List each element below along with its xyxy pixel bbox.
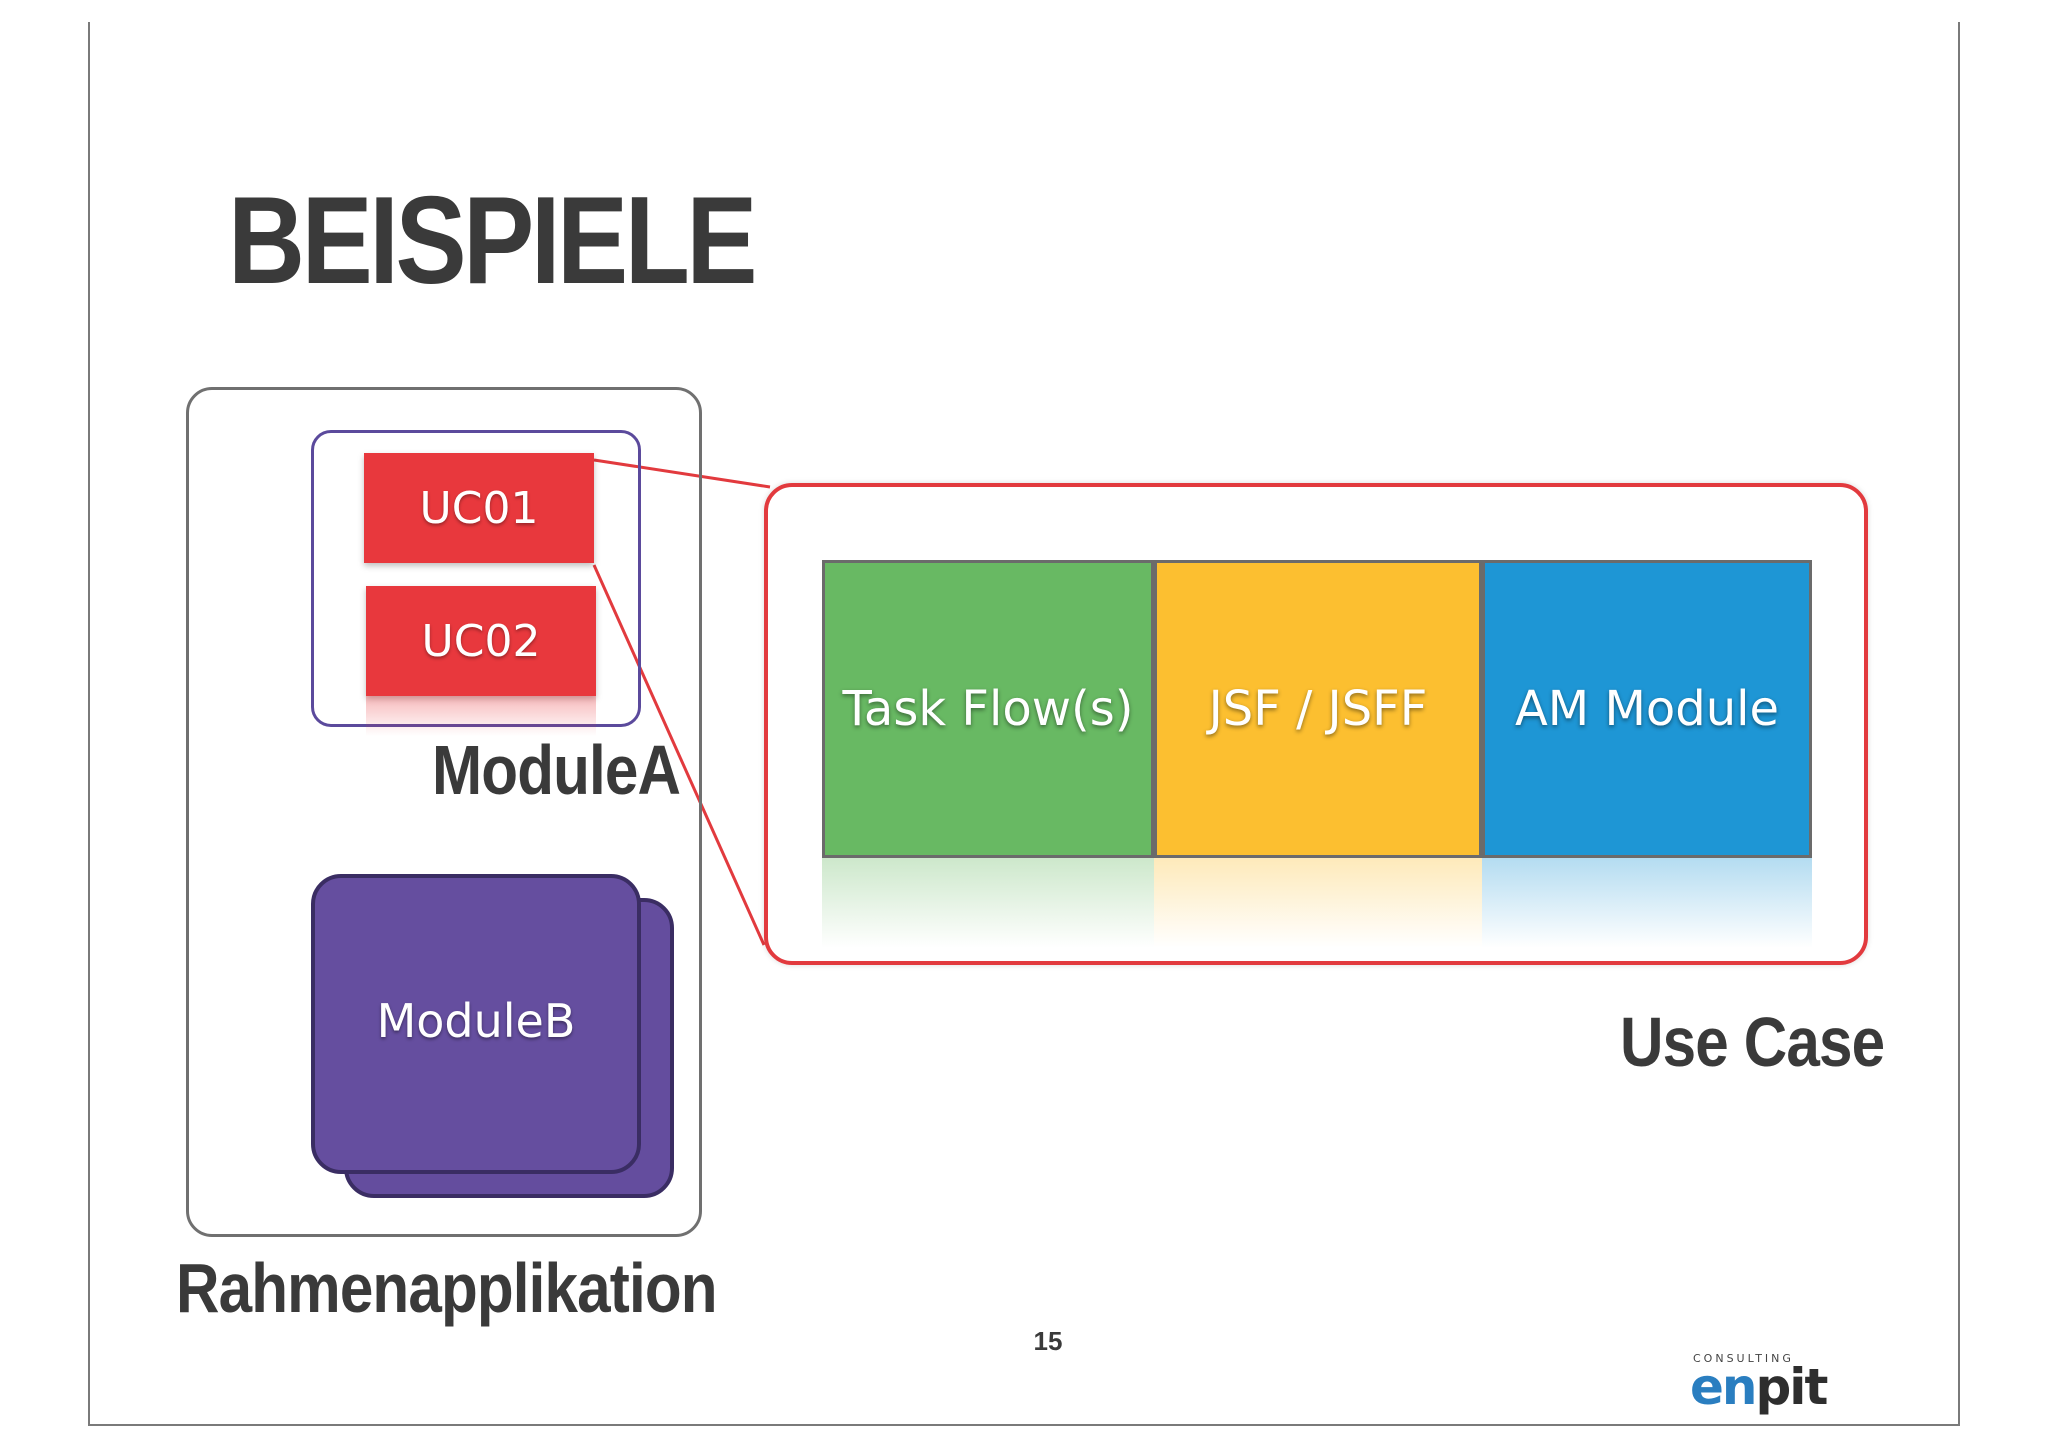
jsf-jsff-reflection (1154, 858, 1482, 948)
jsf-jsff-block[interactable]: JSF / JSFF (1154, 560, 1482, 858)
use-case-box (764, 483, 1868, 965)
page-number: 15 (1033, 1326, 1063, 1356)
slide-frame (88, 22, 1960, 1426)
moduleb-box[interactable] (311, 874, 641, 1174)
rahmenapplikation-label: Rahmenapplikation (176, 1249, 718, 1327)
enpit-logo: CONSULTING enpit (1690, 1352, 1830, 1416)
rahmenapplikation-box (186, 387, 702, 1237)
task-flows-label: Task Flow(s) (842, 681, 1134, 737)
logo-consulting-text: CONSULTING (1693, 1352, 1794, 1365)
am-module-block[interactable]: AM Module (1482, 560, 1812, 858)
slide-title: BEISPIELE (228, 172, 758, 310)
jsf-jsff-label: JSF / JSFF (1208, 681, 1428, 737)
task-flows-block[interactable]: Task Flow(s) (822, 560, 1154, 858)
modulea-box (311, 430, 641, 727)
logo-word-pit: pit (1755, 1358, 1829, 1416)
use-case-label: Use Case (1620, 1003, 1885, 1081)
uc01-label: UC01 (419, 482, 539, 534)
uc02-reflection (366, 696, 596, 736)
uc02-label: UC02 (421, 615, 541, 667)
moduleb-label: ModuleB (376, 994, 576, 1048)
am-module-label: AM Module (1514, 681, 1780, 737)
am-module-reflection (1482, 858, 1812, 948)
logo-word-en: en (1690, 1358, 1758, 1416)
uc01-box[interactable]: UC01 (364, 453, 594, 563)
logo-wordmark: enpit (1690, 1358, 1829, 1416)
uc02-box[interactable]: UC02 (366, 586, 596, 696)
modulea-label: ModuleA (432, 731, 681, 809)
task-flows-reflection (822, 858, 1154, 948)
